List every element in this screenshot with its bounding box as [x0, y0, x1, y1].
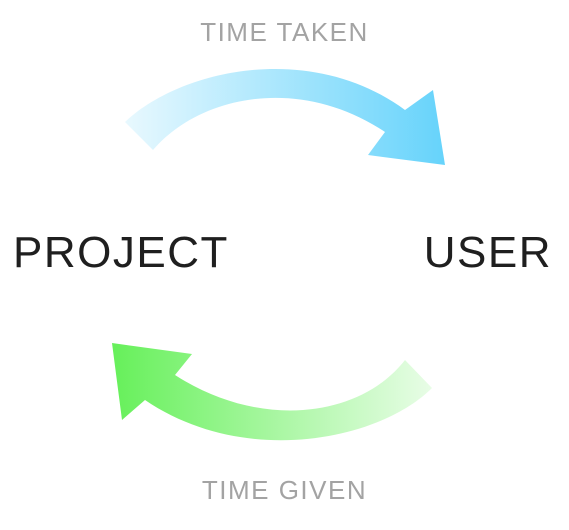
time-taken-label: TIME TAKEN: [200, 17, 369, 47]
top-arrow: [125, 68, 445, 165]
user-label: USER: [423, 228, 552, 277]
time-given-label: TIME GIVEN: [201, 475, 368, 505]
bottom-arrow: [112, 343, 432, 441]
project-label: PROJECT: [13, 228, 229, 277]
